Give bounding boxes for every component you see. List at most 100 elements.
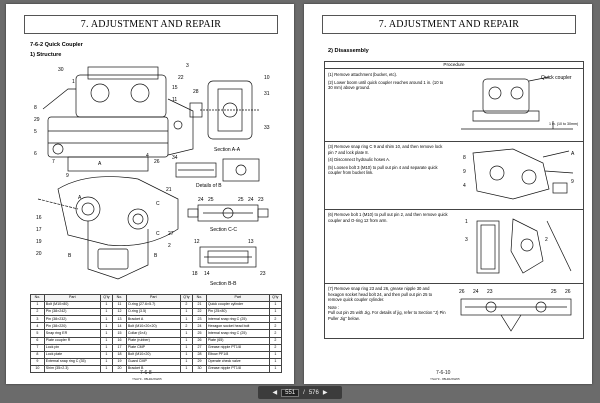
col-header: Q'ty	[268, 293, 283, 303]
callout-31: 31	[264, 91, 270, 97]
table-cell: Plate (65)	[205, 336, 270, 345]
table-cell: 9	[30, 357, 45, 366]
step-line: (6) Remove bolt 1 (M10) to pull out pin …	[328, 212, 448, 223]
step-line: (5) Loosen bolt 3 (M10) to pull out pin …	[328, 164, 438, 176]
table-cell: O-ring (27.6×5.7)	[125, 301, 181, 310]
table-cell: Quick coupler cylinder	[205, 301, 270, 310]
step-text: (7) Remove snap ring 23 and 26, grease n…	[328, 286, 446, 324]
table-cell: 12	[112, 308, 127, 317]
step-row-2: (3) Remove snap ring C 9 and shim 10, an…	[325, 141, 583, 210]
table-cell: O-ring (3.5)	[125, 308, 181, 317]
step-text: (3) Remove snap ring C 9 and shim 10, an…	[328, 144, 448, 178]
table-cell: 1	[268, 350, 283, 359]
callout-30: 30	[58, 67, 64, 73]
step-note-label: Note :	[328, 304, 340, 310]
next-page-icon[interactable]: ▶	[322, 390, 328, 396]
section-b-label: Section B-B	[210, 281, 237, 287]
table-cell: External snap ring C (35)	[43, 357, 101, 366]
subsection-title: 1) Structure	[30, 52, 62, 58]
step-line: (7) Remove snap ring 23 and 26, grease n…	[328, 286, 433, 303]
callout-11: 11	[172, 97, 177, 103]
callout-1: 1	[72, 79, 75, 85]
table-cell: 18	[112, 350, 127, 359]
table-cell: 1	[99, 308, 114, 317]
callout-3: 3	[186, 63, 189, 69]
table-cell: 24	[192, 322, 207, 331]
table-cell: 1	[99, 322, 114, 331]
table-cell: 25	[192, 329, 207, 338]
callout-7: 7	[52, 159, 55, 165]
parts-table: No. Part Q'ty No. Part Q'ty No. Part Q't…	[30, 293, 283, 374]
section-c-label: Section C-C	[210, 227, 237, 233]
table-cell: Lock pin	[43, 343, 101, 352]
procedure-header: Procedure	[325, 62, 583, 69]
table-cell: 2	[30, 308, 45, 317]
label-quick-coupler: Quick coupler	[541, 75, 572, 81]
page-separator: /	[303, 389, 305, 396]
table-cell: 1	[179, 315, 194, 324]
callout-9b: 9	[571, 179, 574, 185]
right-page: 7. ADJUSTMENT AND REPAIR 2) Disassembly …	[304, 4, 592, 384]
callout-1: 1	[465, 219, 468, 225]
callout-A1: A	[98, 161, 102, 167]
callout-4: 4	[146, 153, 149, 159]
prev-page-icon[interactable]: ◀	[272, 390, 278, 396]
table-cell: 1	[179, 329, 194, 338]
table-cell: 1	[179, 350, 194, 359]
table-cell: Elbow PF1/8	[205, 350, 270, 359]
page-number: 7-6-10	[436, 370, 451, 376]
callout-25b: 25	[238, 197, 244, 203]
callout-10: 10	[264, 75, 270, 81]
table-cell: 4	[30, 322, 45, 331]
callout-25: 25	[551, 289, 557, 295]
subsection-title: 2) Disassembly	[328, 48, 369, 54]
table-cell: 1	[99, 315, 114, 324]
page-number: 7-6-8	[140, 370, 152, 376]
table-cell: Lock plate	[43, 350, 101, 359]
structure-drawing: 30 1 8 29 5 3 15 11 22 28 6 7 9 4 26 34 …	[34, 63, 270, 287]
callout-24b: 24	[248, 197, 254, 203]
table-cell: Guard CMP	[125, 357, 181, 366]
table-cell: 11	[112, 301, 127, 310]
callout-9: 9	[463, 169, 466, 175]
page-indicator[interactable]: ◀ 551 / 576 ▶	[258, 386, 342, 399]
step-note: Pull out pin 25 with Jig. For details of…	[328, 310, 446, 321]
callout-22: 22	[178, 75, 184, 81]
table-cell: Pin (38×242)	[43, 308, 101, 317]
callout-6: 6	[34, 151, 37, 157]
table-cell: 1	[268, 364, 283, 374]
step-row-1: (1) Remove attachment (bucket, etc). (2)…	[325, 69, 583, 142]
table-cell: Hexagon socket head bolt	[205, 322, 270, 331]
header-text: 7. ADJUSTMENT AND REPAIR	[80, 19, 222, 30]
table-cell: 1	[99, 364, 114, 374]
table-cell: Snap ring ER	[43, 329, 101, 338]
table-cell: 2	[268, 315, 283, 324]
callout-C2: C	[156, 231, 160, 237]
table-cell: 1	[99, 357, 114, 366]
table-cell: 16	[112, 336, 127, 345]
table-cell: 2	[268, 322, 283, 331]
table-cell: 1	[179, 343, 194, 352]
callout-18: 18	[192, 271, 198, 277]
table-cell: 1	[99, 301, 114, 310]
callout-28: 28	[193, 89, 199, 95]
label-distance: 1 in. (10 to 30mm)	[549, 122, 578, 126]
table-cell: Internal snap ring C (25)	[205, 315, 270, 324]
table-cell: Grease nipple PT1/8	[205, 343, 270, 352]
table-cell: 29	[192, 357, 207, 366]
col-header: Part	[125, 293, 181, 303]
table-cell: 1	[179, 308, 194, 317]
callout-24: 24	[198, 197, 204, 203]
table-cell: Bracket B	[125, 364, 181, 374]
table-cell: Operate check valve	[205, 357, 270, 366]
page-header: 7. ADJUSTMENT AND REPAIR	[24, 15, 278, 34]
callout-A2: A	[78, 195, 82, 201]
doc-code: YSAY9 - 88H0HSW05	[430, 377, 460, 381]
table-cell: 1	[268, 357, 283, 366]
table-cell: 2	[268, 336, 283, 345]
current-page-field[interactable]: 551	[281, 388, 300, 397]
